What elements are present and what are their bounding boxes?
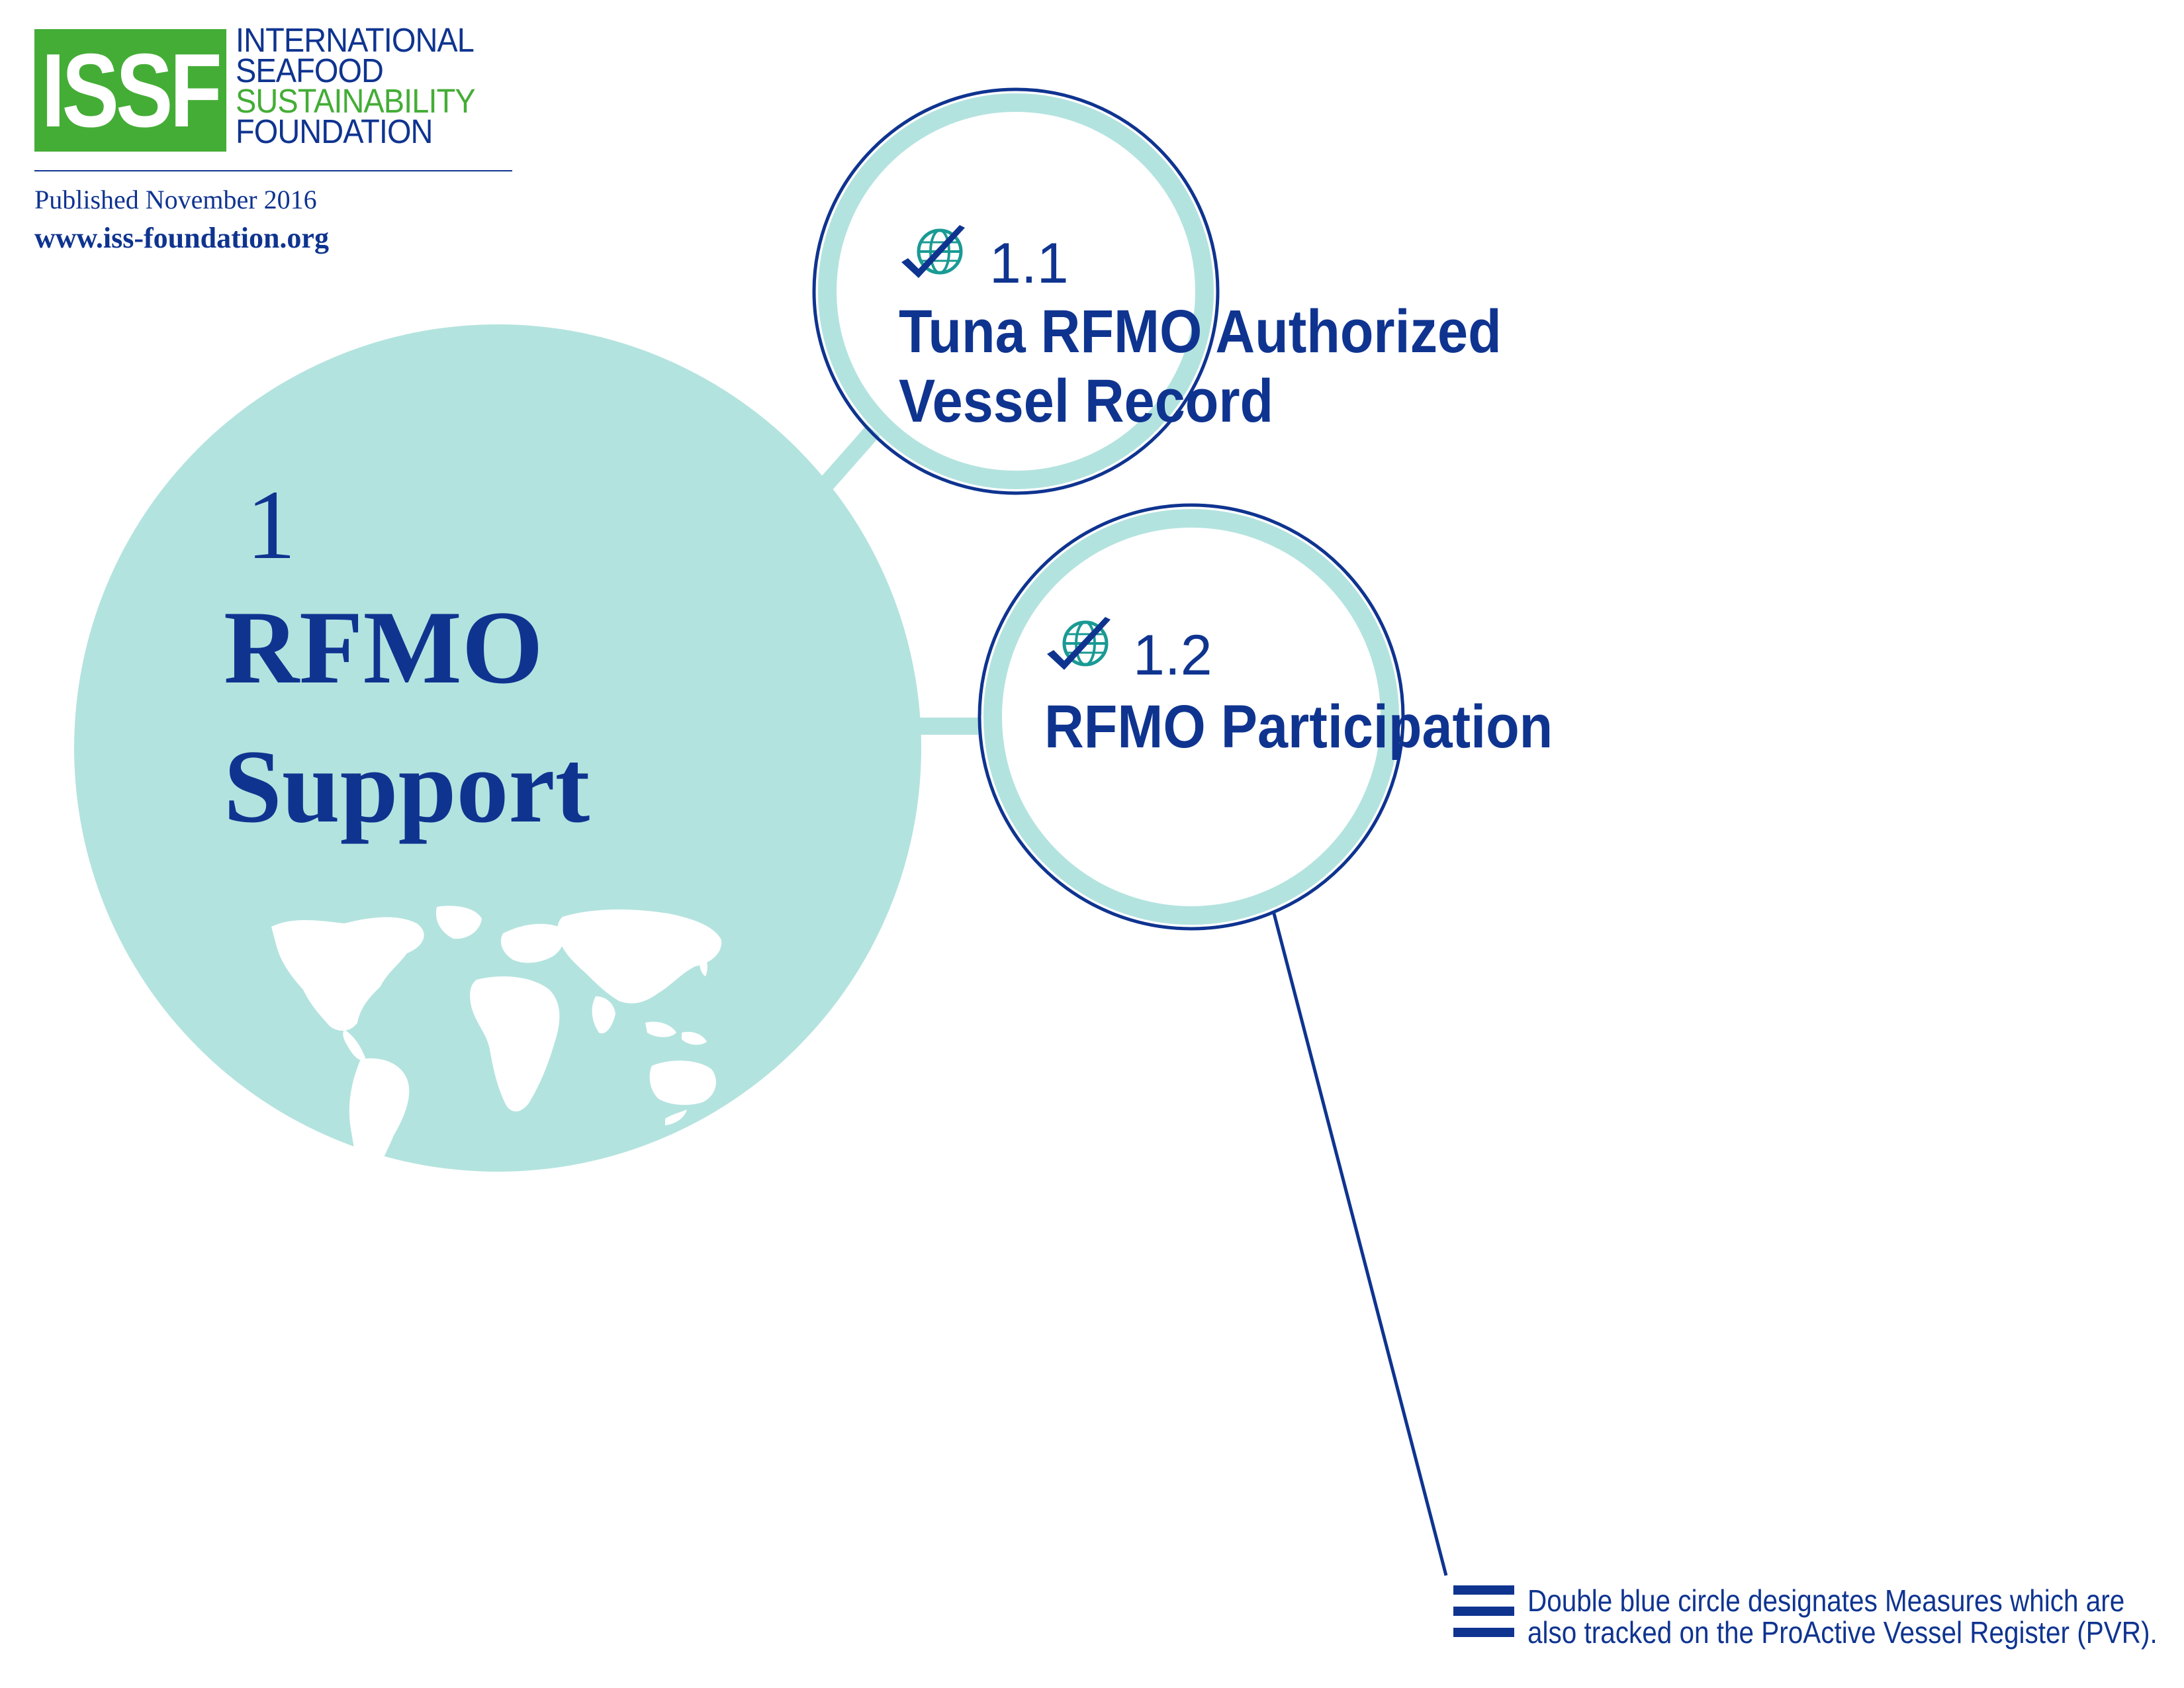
legend-text-line-2: also tracked on the ProActive Vessel Reg… xyxy=(1527,1615,2158,1650)
issf-logo: ISSF xyxy=(34,29,226,152)
published-date: Published November 2016 xyxy=(34,185,317,214)
connector-main-to-1-1 xyxy=(817,424,880,492)
globe-check-icon xyxy=(901,225,965,278)
globe-check-icon xyxy=(1047,617,1111,670)
org-name-line-3: SUSTAINABILITY xyxy=(236,82,476,120)
measure-1-1-inner-ring xyxy=(818,93,1214,489)
website-link[interactable]: www.iss-foundation.org xyxy=(34,222,329,254)
measure-1-2-title: RFMO Participation xyxy=(1044,693,1553,761)
legend-text-line-1: Double blue circle designates Measures w… xyxy=(1527,1583,2125,1618)
measure-1-2-outer-ring xyxy=(978,503,1405,931)
logo-divider xyxy=(34,170,512,171)
main-topic-number: 1 xyxy=(246,470,296,580)
measure-1-1-title-line-2: Vessel Record xyxy=(899,367,1274,435)
measure-1-1-title-line-1: Tuna RFMO Authorized xyxy=(899,298,1502,365)
world-map-icon xyxy=(271,906,722,1193)
main-topic-title-line-2: Support xyxy=(224,729,590,845)
legend-pointer-line xyxy=(1272,913,1448,1576)
org-name-line-1: INTERNATIONAL xyxy=(236,21,475,59)
measure-1-1-outer-ring xyxy=(812,87,1220,495)
logo-abbreviation: ISSF xyxy=(41,32,222,149)
measure-1-2-inner-ring xyxy=(983,509,1399,925)
org-name-line-2: SEAFOOD xyxy=(236,52,384,89)
main-topic-title-line-1: RFMO xyxy=(224,590,543,706)
measure-1-2-number: 1.2 xyxy=(1133,624,1212,687)
measure-1-1-number: 1.1 xyxy=(989,232,1069,295)
org-name-line-4: FOUNDATION xyxy=(236,113,433,150)
double-line-icon xyxy=(1453,1585,1514,1637)
